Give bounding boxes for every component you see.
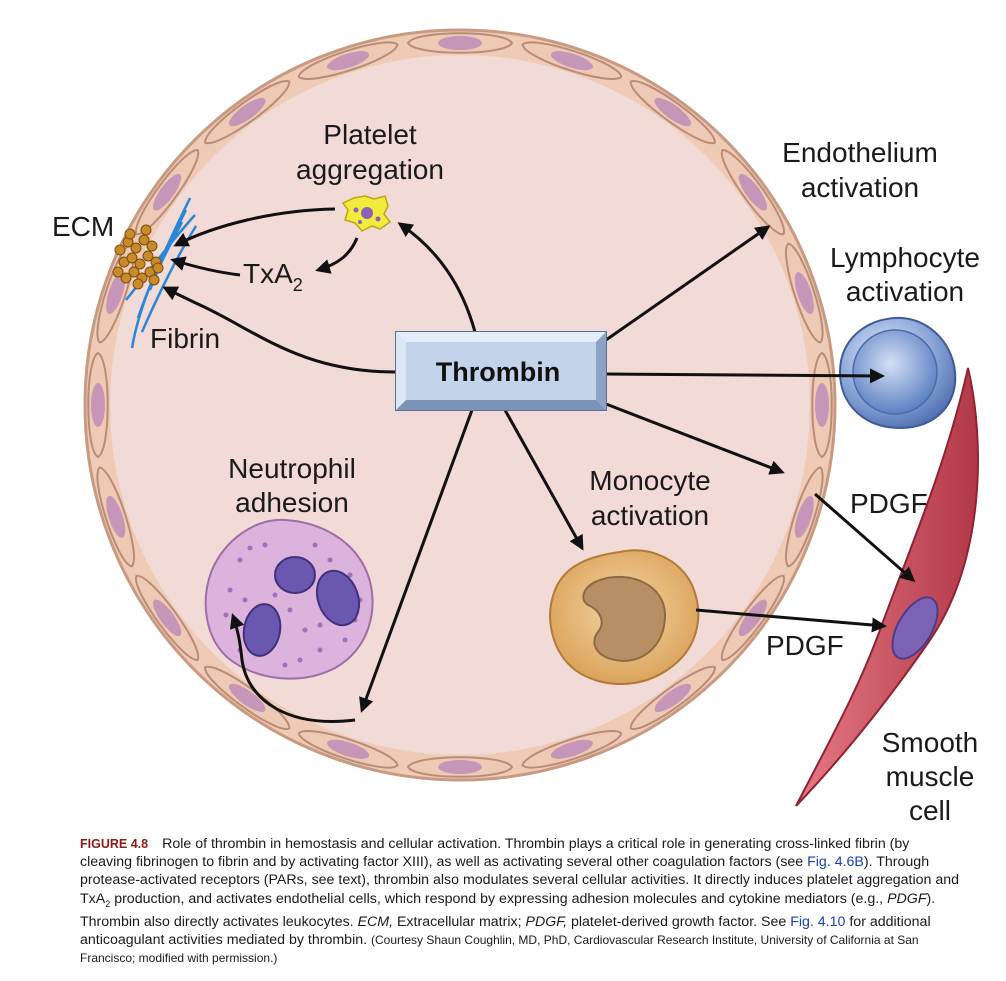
monocyte-label-line2: activation [591,500,709,531]
caption-text-3: production, and activates endothelial ce… [110,890,888,907]
endothelial-cell [720,149,785,236]
granule [347,572,353,578]
granule [272,592,278,598]
txa2-subscript: 2 [105,898,111,909]
granule [247,545,253,551]
lymphocyte-cell [838,316,957,430]
caption-text-7: for additional anticoagulant activities … [80,913,931,948]
neutrophil-label-line2: adhesion [235,487,349,518]
figure-number: FIGURE 4.8 [80,837,149,851]
ecm-bead [114,244,126,256]
caption-credit: (Courtesy Shaun Coughlin, MD, PhD, Cardi… [80,932,919,966]
neutrophil-label-line1: Neutrophil [228,453,356,484]
granule [297,657,303,663]
endothelial-cell [521,41,623,80]
ecm-label: ECM [52,211,114,242]
endothelial-cell [521,730,623,769]
endothelial-cell [204,80,291,145]
platelet-label-line1: Platelet [323,119,417,150]
smooth-muscle-cell [795,367,979,807]
platelet-label-line2: aggregation [296,154,444,185]
endothelial-cell [785,242,824,344]
granule [317,647,323,653]
endothelium-label-line1: Endothelium [782,137,938,168]
endothelial-cell [87,351,109,459]
thrombin-box: Thrombin [395,331,607,411]
lymphocyte-label-line1: Lymphocyte [830,242,980,273]
granule [287,607,293,613]
caption-text-5: Extracellular matrix; [393,913,526,930]
platelet-cell [341,195,392,232]
monocyte-cell [549,549,700,685]
neutrophil-cell [204,518,374,680]
granule [237,557,243,563]
endothelial-cell [96,466,135,568]
endothelial-cell [811,351,833,459]
fig-4-10-link[interactable]: Fig. 4.10 [790,913,846,930]
granule [302,627,308,633]
ecm-bead [126,252,138,264]
endothelial-cell [135,149,200,236]
smooth-muscle-label-line1: Smooth [882,727,979,758]
ecm-bead [130,242,142,254]
granule [242,597,248,603]
thrombin-diagram: Thrombin Platelet aggregation ECM TxA2 F… [52,28,980,826]
ecm-bead [140,224,152,236]
endothelium-label-line2: activation [801,172,919,203]
granule [317,622,323,628]
fig-4-6b-link[interactable]: Fig. 4.6B [807,854,864,871]
ecm-bead [112,266,124,278]
arrows [162,207,916,723]
ecm-bead [142,250,154,262]
ecm-bead [148,274,160,286]
lymphocyte-label-line2: activation [846,276,964,307]
endothelial-cell [629,80,716,145]
ecm-bead [132,278,144,290]
endothelial-cell [406,756,514,778]
granule [223,612,229,618]
txa2-label: TxA2 [243,258,303,295]
granule [282,662,288,668]
thrombin-label: Thrombin [436,357,560,387]
ecm-bead [128,266,140,278]
endothelial-cell [406,32,514,54]
ecm-bead [134,258,146,270]
endothelial-cell [720,574,785,661]
pdgf-lower-label: PDGF [766,630,844,661]
ecm-bead [124,228,136,240]
endothelial-cell [785,466,824,568]
granule [312,542,318,548]
neutrophil-granules [223,542,363,668]
caption-text-4: ). Thrombin also directly activates leuk… [80,890,936,930]
granule [262,542,268,548]
endothelial-cell [135,574,200,661]
granule [327,557,333,563]
pdgf-upper-label: PDGF [850,488,928,519]
caption-pdgf-italic: PDGF [887,890,927,907]
ecm-bead [146,240,158,252]
ecm-bead [152,262,164,274]
caption-text-2: ). Through protease-activated receptors … [80,854,960,907]
endothelial-cell [629,665,716,730]
monocyte-label-line1: Monocyte [589,465,710,496]
caption-text-6: platelet-derived growth factor. See [567,913,791,930]
fibrin-label: Fibrin [150,323,220,354]
ecm-bead [120,272,132,284]
endothelial-cell [297,41,399,80]
caption-pdgf-abbrev-italic: PDGF, [525,913,568,930]
granule [342,637,348,643]
endothelial-cell [297,730,399,769]
caption-ecm-italic: ECM, [357,913,394,930]
caption-text-1: Role of thrombin in hemostasis and cellu… [80,836,910,871]
smooth-muscle-label-line3: cell [909,795,951,826]
smooth-muscle-label-line2: muscle [886,761,975,792]
ecm-beads [112,224,164,290]
granule [227,587,233,593]
endothelial-cells [87,32,833,778]
